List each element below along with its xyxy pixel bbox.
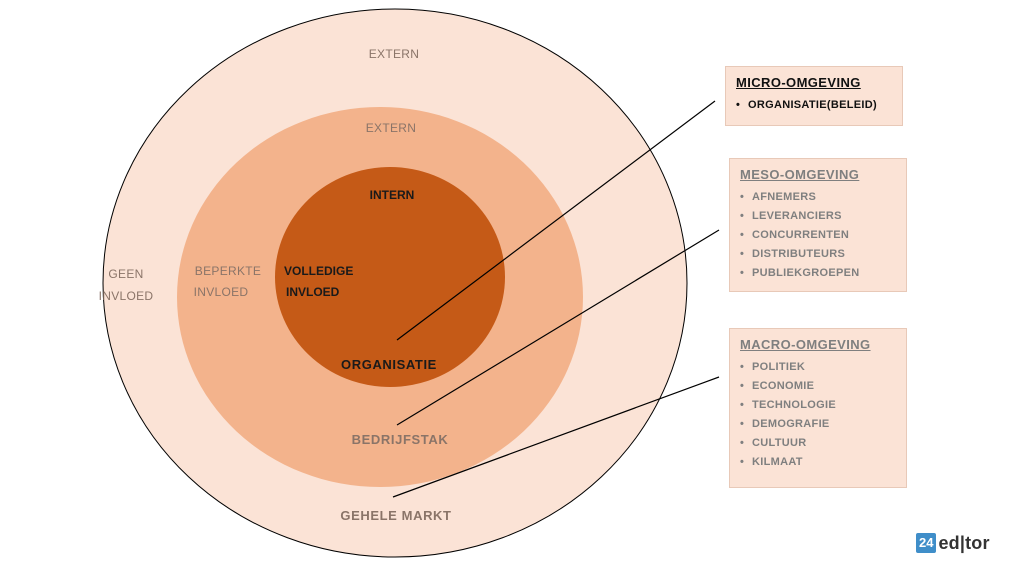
macro-environment-box: MACRO-OMGEVING •POLITIEK •ECONOMIE •TECH… — [729, 328, 907, 488]
bullet-icon: • — [740, 248, 745, 260]
bullet-icon: • — [740, 229, 745, 241]
inner-side-label-1: VOLLEDIGE — [284, 264, 353, 278]
bullet-icon: • — [740, 437, 745, 449]
middle-bottom-label: BEDRIJFSTAK — [352, 432, 449, 447]
list-item: •CONCURRENTEN — [740, 226, 896, 245]
bullet-icon: • — [740, 361, 745, 373]
list-item: •TECHNOLOGIE — [740, 396, 896, 415]
connector-micro — [396, 100, 716, 341]
macro-title: MACRO-OMGEVING — [740, 337, 871, 352]
bullet-icon: • — [740, 418, 745, 430]
editor-logo: 24 ed|tor — [916, 532, 990, 554]
inner-top-label: INTERN — [370, 188, 415, 202]
bullet-icon: • — [740, 267, 745, 279]
bullet-icon: • — [736, 99, 741, 111]
bullet-icon: • — [740, 456, 745, 468]
inner-side-label-2: INVLOED — [286, 285, 340, 299]
bullet-icon: • — [740, 210, 745, 222]
list-item: •DEMOGRAFIE — [740, 415, 896, 434]
middle-side-label-1: BEPERKTE — [195, 264, 261, 278]
bullet-icon: • — [740, 191, 745, 203]
micro-list: •ORGANISATIE(BELEID) — [736, 96, 892, 115]
bullet-icon: • — [740, 399, 745, 411]
inner-ring — [275, 167, 505, 387]
list-item: •KILMAAT — [740, 453, 896, 472]
list-item: •ECONOMIE — [740, 377, 896, 396]
inner-bottom-label: ORGANISATIE — [341, 357, 437, 372]
outer-side-label-2: INVLOED — [99, 289, 154, 303]
list-item: •CULTUUR — [740, 434, 896, 453]
list-item: •POLITIEK — [740, 358, 896, 377]
outer-side-label-1: GEEN — [108, 267, 143, 281]
list-item: •AFNEMERS — [740, 188, 896, 207]
meso-list: •AFNEMERS •LEVERANCIERS •CONCURRENTEN •D… — [740, 188, 896, 283]
micro-title: MICRO-OMGEVING — [736, 75, 861, 90]
list-item: •ORGANISATIE(BELEID) — [736, 96, 892, 115]
macro-list: •POLITIEK •ECONOMIE •TECHNOLOGIE •DEMOGR… — [740, 358, 896, 472]
list-item: •DISTRIBUTEURS — [740, 245, 896, 264]
logo-badge: 24 — [916, 533, 937, 553]
outer-bottom-label: GEHELE MARKT — [340, 508, 451, 523]
list-item: •LEVERANCIERS — [740, 207, 896, 226]
meso-environment-box: MESO-OMGEVING •AFNEMERS •LEVERANCIERS •C… — [729, 158, 907, 292]
connector-macro — [392, 376, 720, 498]
meso-title: MESO-OMGEVING — [740, 167, 860, 182]
outer-top-label: EXTERN — [369, 47, 419, 61]
connector-meso — [396, 229, 720, 426]
bullet-icon: • — [740, 380, 745, 392]
micro-environment-box: MICRO-OMGEVING •ORGANISATIE(BELEID) — [725, 66, 903, 126]
middle-side-label-2: INVLOED — [194, 285, 249, 299]
middle-top-label: EXTERN — [366, 121, 416, 135]
logo-text: ed|tor — [938, 532, 990, 553]
list-item: •PUBLIEKGROEPEN — [740, 264, 896, 283]
